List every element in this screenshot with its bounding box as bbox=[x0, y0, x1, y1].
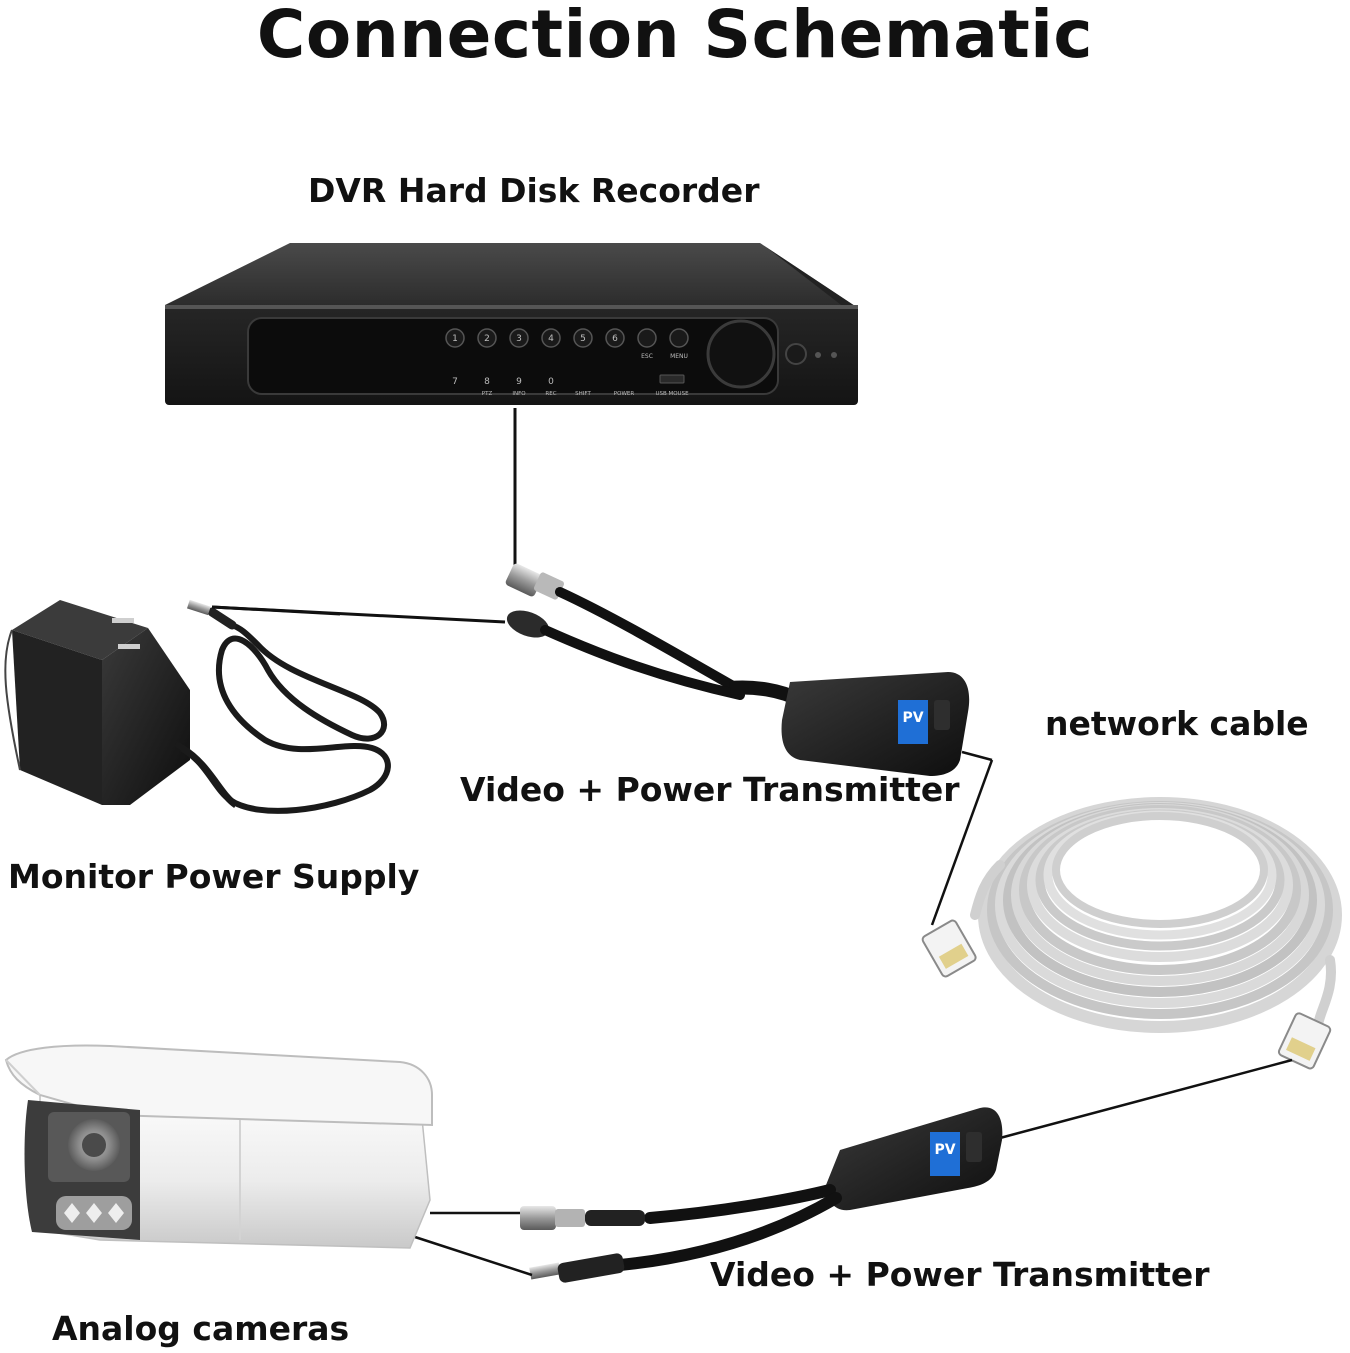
balun-label-sticker bbox=[898, 700, 928, 744]
dvr-key-menu bbox=[669, 328, 689, 348]
transmitter-bottom: PV bbox=[414, 1107, 1003, 1283]
dvr-key-label: 1 bbox=[452, 334, 458, 344]
network-cable-label: network cable bbox=[1045, 704, 1309, 743]
transmitter-top-label: Video + Power Transmitter bbox=[460, 770, 960, 809]
dvr-key-caption: INFO bbox=[512, 391, 526, 397]
dvr-key-label: 6 bbox=[612, 334, 618, 344]
led-indicator bbox=[815, 352, 821, 358]
led-indicator bbox=[831, 352, 837, 358]
dvr-key-label: 0 bbox=[548, 377, 554, 387]
dvr-key-label: 8 bbox=[484, 377, 490, 387]
rj45-plug-right bbox=[1277, 1012, 1332, 1070]
transmitter-top: PV bbox=[211, 408, 994, 926]
ir-window bbox=[785, 343, 807, 365]
balun-label-sticker bbox=[930, 1132, 960, 1176]
plug-prong bbox=[112, 618, 134, 623]
balun-badge-text: PV bbox=[902, 710, 923, 726]
power-supply-adapter bbox=[4, 599, 391, 814]
dvr-key bbox=[509, 328, 529, 348]
dvr-key-label: 2 bbox=[484, 334, 490, 344]
dvr-key bbox=[541, 328, 561, 348]
dvr-key-label: 4 bbox=[548, 334, 554, 344]
analog-camera bbox=[4, 1044, 433, 1249]
dvr-key-label: 7 bbox=[452, 377, 458, 387]
dvr-key-label: 9 bbox=[516, 377, 522, 387]
dvr-label: DVR Hard Disk Recorder bbox=[308, 171, 760, 210]
dvr-key-caption: PTZ bbox=[482, 391, 493, 397]
dvr-key-esc bbox=[637, 328, 657, 348]
dvr-key-caption: USB MOUSE bbox=[655, 391, 689, 397]
rj45-plug-left bbox=[921, 919, 977, 978]
bnc-connector-bottom bbox=[520, 1206, 645, 1230]
power-supply-label: Monitor Power Supply bbox=[8, 857, 420, 896]
dc-plug bbox=[186, 599, 211, 616]
balun-badge-text: PV bbox=[934, 1142, 955, 1158]
dvr-key-caption: SHIFT bbox=[575, 391, 591, 397]
dc-plug-bottom bbox=[529, 1253, 625, 1283]
plug-prong bbox=[118, 644, 140, 649]
network-cable-coil bbox=[921, 797, 1342, 1140]
dc-female-jack-top bbox=[506, 610, 745, 700]
adapter-cord bbox=[175, 622, 391, 814]
dvr-key-caption: ESC bbox=[641, 353, 653, 360]
dvr-key bbox=[477, 328, 497, 348]
balun-body-top: PV bbox=[781, 672, 970, 776]
dvr-key bbox=[605, 328, 625, 348]
balun-body-bottom: PV bbox=[826, 1107, 1003, 1211]
dvr-key-caption: REC bbox=[545, 391, 556, 397]
dvr-key bbox=[445, 328, 465, 348]
dvr-key-caption: POWER bbox=[614, 391, 635, 397]
camera-label: Analog cameras bbox=[52, 1309, 350, 1348]
dvr-key-label: 5 bbox=[580, 334, 586, 344]
page-title: Connection Schematic bbox=[256, 0, 1094, 73]
transmitter-bottom-label: Video + Power Transmitter bbox=[710, 1255, 1210, 1294]
dvr-key-caption: MENU bbox=[670, 353, 688, 360]
usb-port bbox=[659, 374, 685, 384]
jog-dial bbox=[706, 319, 776, 389]
dvr-key-label: 3 bbox=[516, 334, 522, 344]
dvr-key bbox=[573, 328, 593, 348]
